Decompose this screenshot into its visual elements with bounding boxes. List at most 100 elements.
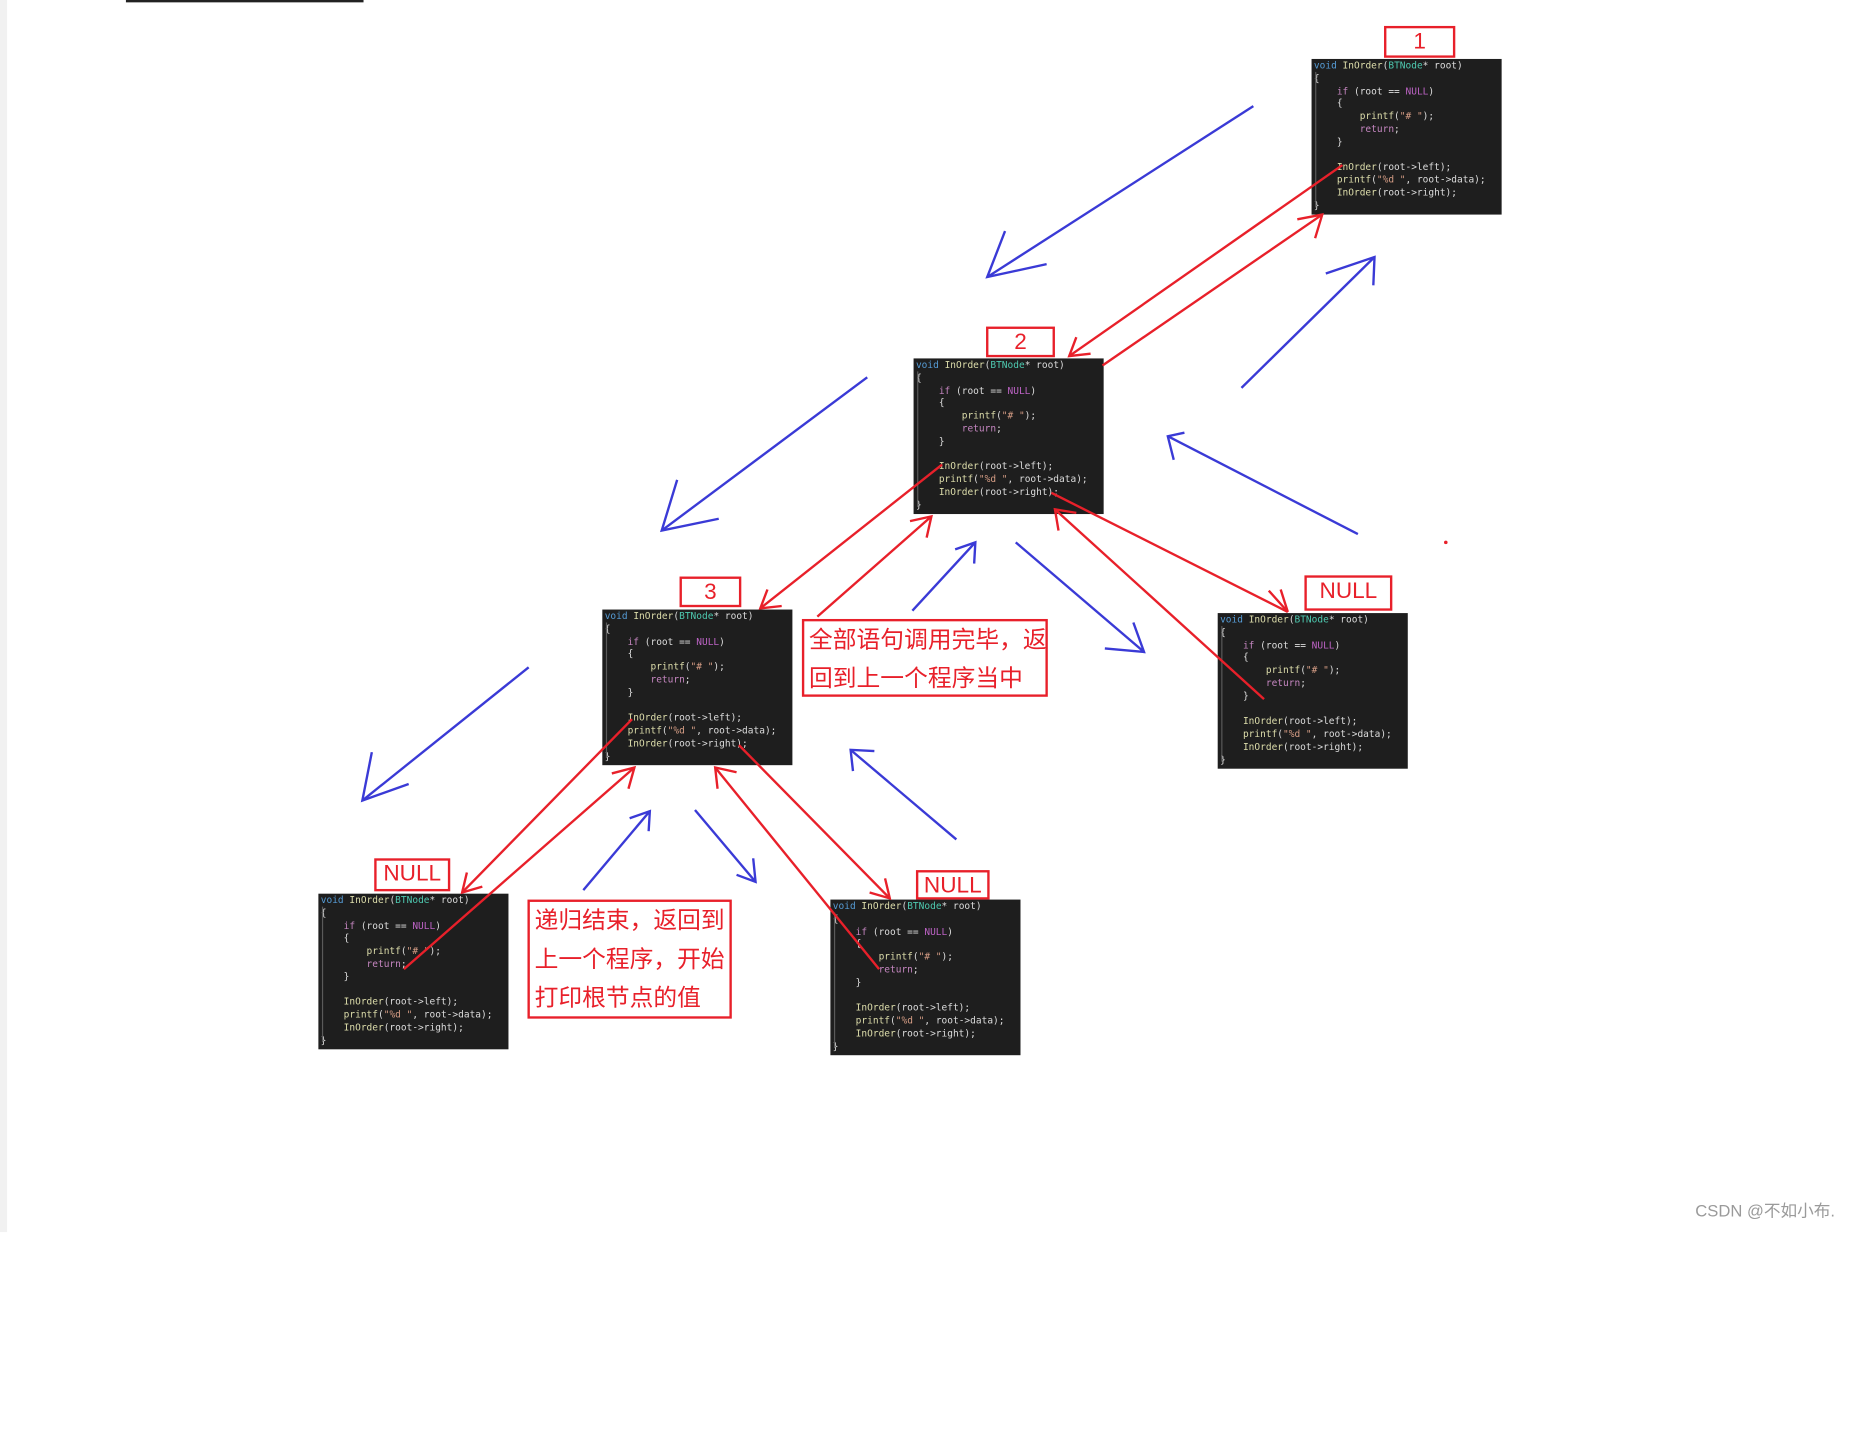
code-line: if (root == NULL) (1242, 639, 1341, 651)
code-line: if (root == NULL) (855, 926, 953, 937)
code-line: return; (366, 958, 407, 970)
watermark: CSDN @不如小布. (1695, 1201, 1836, 1221)
code-line: } (1220, 754, 1226, 765)
code-line: printf("%d ", root->data); (627, 725, 777, 736)
code-line: printf("%d ", root->data); (1336, 174, 1486, 186)
code-line: return; (1265, 677, 1306, 689)
code-line: if (root == NULL) (343, 920, 441, 931)
code-line: printf("%d ", root->data); (938, 474, 1088, 485)
code-gutter (321, 906, 324, 1043)
code-line: InOrder(root->left); (938, 461, 1054, 473)
code-line: { (320, 933, 350, 944)
code-snippet-node-3: void InOrder(BTNode* root){ if (root == … (602, 609, 793, 766)
code-line: printf("# "); (1265, 665, 1341, 676)
code-line: { (832, 913, 839, 925)
code-line: InOrder(root->left); (627, 712, 743, 724)
code-line: { (1313, 98, 1343, 109)
code-line: } (832, 1040, 839, 1052)
code-line: printf("%d ", root->data); (855, 1015, 1005, 1026)
code-line: InOrder(root->right); (855, 1028, 976, 1039)
code-line: { (604, 623, 611, 635)
code-line: printf("# "); (878, 951, 953, 963)
arrow-layer (360, 105, 1448, 971)
code-line: { (915, 372, 922, 383)
code-line: } (1220, 690, 1249, 702)
red-arrow-call-3-to-null-left (460, 718, 633, 895)
node-label-null-left: NULL (374, 858, 451, 892)
red-arrow-return-3-to-2 (816, 514, 933, 618)
code-line: } (320, 1034, 327, 1046)
code-line: } (604, 687, 634, 698)
code-line: InOrder(root->right); (1336, 187, 1457, 199)
code-line: return; (650, 674, 691, 685)
code-line: { (915, 397, 945, 409)
code-line: void InOrder(BTNode* root) (604, 610, 754, 622)
top-rule (125, 0, 364, 3)
code-line: if (root == NULL) (627, 636, 725, 647)
code-gutter (1315, 71, 1317, 208)
code-line: { (604, 648, 634, 660)
code-line: void InOrder(BTNode* root) (1313, 60, 1463, 71)
code-line: return; (878, 964, 919, 976)
code-gutter (605, 622, 608, 759)
node-label-2: 2 (986, 326, 1055, 358)
red-arrow-return-null-middle-to-3 (713, 766, 881, 970)
blue-arrow-left-to-2 (1166, 431, 1359, 536)
code-line: } (1313, 136, 1343, 148)
node-label-null-right: NULL (1304, 575, 1393, 611)
blue-arrow-down-from-2 (659, 376, 868, 533)
red-arrow-call-2-to-null-right (1050, 491, 1289, 613)
code-snippet-node-2: void InOrder(BTNode* root){ if (root == … (913, 358, 1104, 515)
node-label-3: 3 (679, 576, 742, 608)
code-line: InOrder(root->right); (627, 738, 748, 749)
code-line: printf("%d ", root->data); (1242, 728, 1392, 740)
recursion-end-note: 递归结束，返回到 上一个程序，开始 打印根节点的值 (527, 899, 732, 1019)
blue-arrow-up-to-3 (582, 809, 652, 891)
red-arrow-return-null-left-to-3 (403, 765, 637, 971)
code-snippet-null-middle: void InOrder(BTNode* root){ if (root == … (830, 899, 1021, 1056)
code-line: if (root == NULL) (938, 385, 1037, 396)
code-snippet-null-right: void InOrder(BTNode* root){ if (root == … (1217, 613, 1408, 769)
blue-arrow-up-to-1 (1240, 255, 1376, 389)
blue-arrow-up-to-2 (911, 540, 977, 612)
code-line: } (915, 499, 922, 511)
red-arrow-return-null-right-to-2 (1053, 507, 1265, 701)
code-gutter (917, 371, 919, 507)
return-note: 全部语句调用完毕，返 回到上一个程序当中 (801, 618, 1048, 697)
code-line: InOrder(root->left); (1336, 161, 1452, 173)
code-line: { (320, 907, 327, 919)
code-line: InOrder(root->right); (343, 1022, 464, 1033)
code-snippet-node-1: void InOrder(BTNode* root){ if (root == … (1311, 58, 1502, 215)
code-line: { (1313, 72, 1320, 84)
code-line: void InOrder(BTNode* root) (1220, 614, 1369, 625)
code-line: void InOrder(BTNode* root) (915, 359, 1065, 371)
code-line: InOrder(root->right); (1242, 741, 1364, 753)
stray-red-dot (1444, 540, 1448, 545)
blue-arrow-down-from-3 (360, 666, 530, 803)
code-line: } (320, 971, 350, 982)
code-gutter (833, 912, 836, 1049)
code-line: return; (961, 423, 1002, 434)
red-arrow-call-3-to-null-middle (738, 744, 892, 901)
code-line: InOrder(root->left); (343, 996, 459, 1008)
page-left-edge (0, 0, 8, 1233)
code-line: InOrder(root->right); (938, 486, 1060, 498)
node-label-1: 1 (1384, 25, 1456, 58)
code-line: printf("# "); (366, 945, 441, 957)
code-line: printf("# "); (1359, 111, 1435, 122)
code-line: printf("# "); (650, 661, 725, 673)
code-gutter (1221, 626, 1223, 762)
code-line: return; (1359, 123, 1400, 135)
blue-arrow-down-right-from-2 (1014, 541, 1146, 654)
code-line: printf("%d ", root->data); (343, 1009, 493, 1021)
blue-arrow-left-to-3 (849, 748, 958, 841)
red-arrow-return-2-to-1 (1101, 213, 1324, 367)
code-line: } (1313, 200, 1320, 211)
blue-arrow-down-from-1 (985, 105, 1254, 279)
red-arrow-call-2-to-3 (758, 463, 943, 610)
red-arrow-call-1-to-2 (1067, 164, 1344, 358)
code-line: printf("# "); (961, 410, 1037, 422)
code-line: } (832, 977, 862, 988)
blue-arrow-down-right-from-3 (694, 809, 757, 884)
